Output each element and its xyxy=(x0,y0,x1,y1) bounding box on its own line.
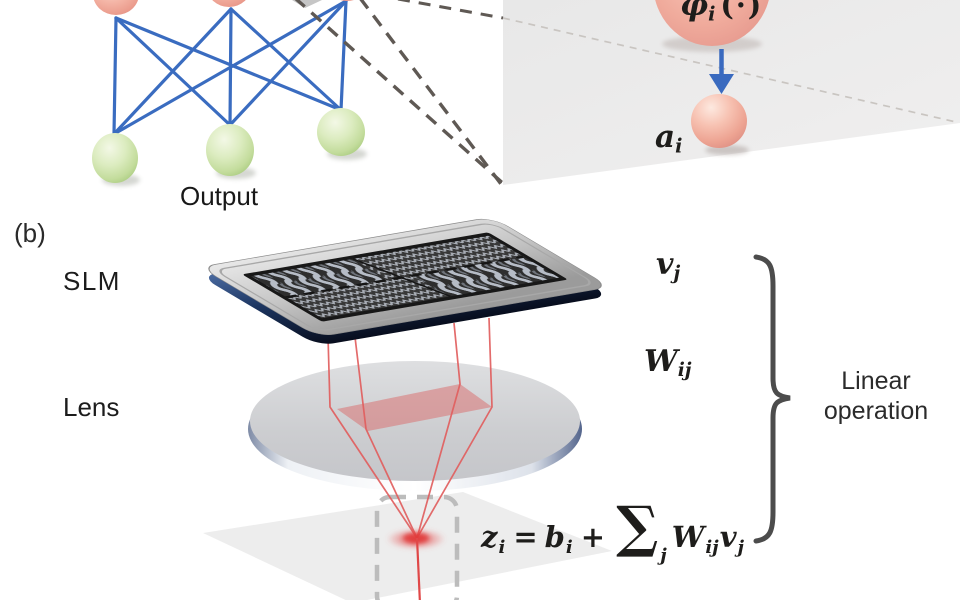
neuron-node xyxy=(92,133,138,183)
activation-function-label: φi(·) xyxy=(680,0,764,26)
transmitted-ray xyxy=(415,537,421,600)
callout-line xyxy=(294,0,508,188)
roi-dashed-box xyxy=(374,494,460,600)
slm-phase-pattern xyxy=(413,256,560,297)
callout-dashed-lines xyxy=(294,0,508,188)
slm-device xyxy=(208,218,602,335)
slm-groove xyxy=(219,223,591,331)
activation-sphere xyxy=(691,94,747,148)
slm-phase-pattern xyxy=(286,275,449,319)
neuron-node xyxy=(93,0,139,15)
slm-phase-pattern xyxy=(352,235,524,280)
light-rays xyxy=(327,317,493,539)
slm-label: SLM xyxy=(63,266,121,296)
lens xyxy=(248,361,582,491)
ray xyxy=(327,335,418,539)
neuron-node xyxy=(212,0,246,7)
neuron-activation-label: ai xyxy=(655,119,683,158)
callout-panel xyxy=(503,0,960,185)
activation-function-ellipse xyxy=(655,0,769,46)
callout-line xyxy=(397,0,504,20)
focal-spot xyxy=(403,533,429,543)
lens-label: Lens xyxy=(63,392,120,422)
ray xyxy=(354,336,418,539)
hidden-layer-nodes xyxy=(93,0,354,15)
panel-b-label: (b) xyxy=(14,218,46,248)
brace-right xyxy=(753,254,791,544)
network-connections xyxy=(112,0,348,136)
output-label: Output xyxy=(180,181,259,211)
summation-symbol: ∑ xyxy=(616,494,659,560)
neuron-node xyxy=(317,108,365,156)
linear-operation-label: Linear operation xyxy=(823,367,929,425)
arrow-down-icon xyxy=(709,49,734,94)
output-layer-nodes xyxy=(92,108,367,186)
callout-line xyxy=(359,0,503,186)
input-vector-label: vj xyxy=(656,247,681,285)
slm-phase-pattern xyxy=(251,258,389,298)
neuron-node xyxy=(206,124,254,176)
weight-matrix-label: Wij xyxy=(644,344,692,382)
ray xyxy=(416,322,461,539)
neuron-node xyxy=(340,0,354,1)
beam-footprint xyxy=(337,384,492,431)
ray xyxy=(416,317,493,539)
